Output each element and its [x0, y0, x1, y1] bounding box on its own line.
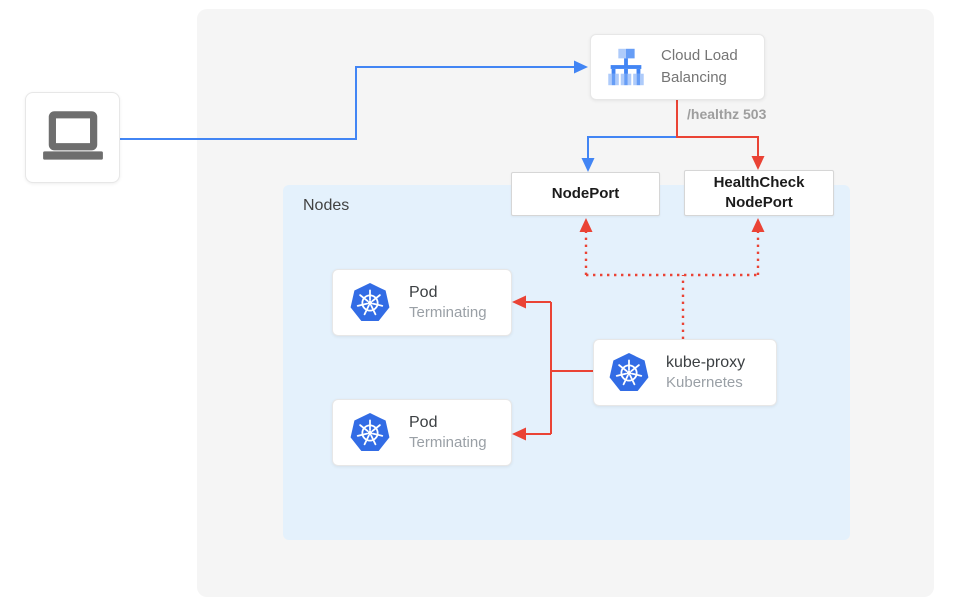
kube-proxy-card: kube-proxy Kubernetes: [593, 339, 777, 406]
kube-proxy-subtitle: Kubernetes: [666, 374, 743, 392]
pod-status: Terminating: [409, 434, 487, 452]
kubernetes-icon: [349, 282, 391, 324]
cloud-load-balancing-label: Cloud Load Balancing: [661, 47, 738, 86]
nodeport-box: NodePort: [511, 172, 660, 216]
kubernetes-icon: [608, 352, 650, 394]
kube-proxy-title: kube-proxy: [666, 353, 746, 371]
cloud-load-balancing-card: Cloud Load Balancing: [590, 34, 765, 100]
pod-title: Pod: [409, 283, 438, 301]
nodes-region-label: Nodes: [303, 197, 350, 214]
pod-status: Terminating: [409, 304, 487, 322]
healthcheck-nodeport-box: HealthCheck NodePort: [684, 170, 834, 216]
client-card: [25, 92, 120, 183]
laptop-icon: [40, 110, 106, 165]
kubernetes-icon: [349, 412, 391, 454]
cloud-load-balancing-icon: [603, 44, 649, 90]
healthz-503-label: /healthz 503: [687, 106, 767, 122]
pod-card-1: Pod Terminating: [332, 269, 512, 336]
pod-title: Pod: [409, 413, 438, 431]
pod-card-2: Pod Terminating: [332, 399, 512, 466]
